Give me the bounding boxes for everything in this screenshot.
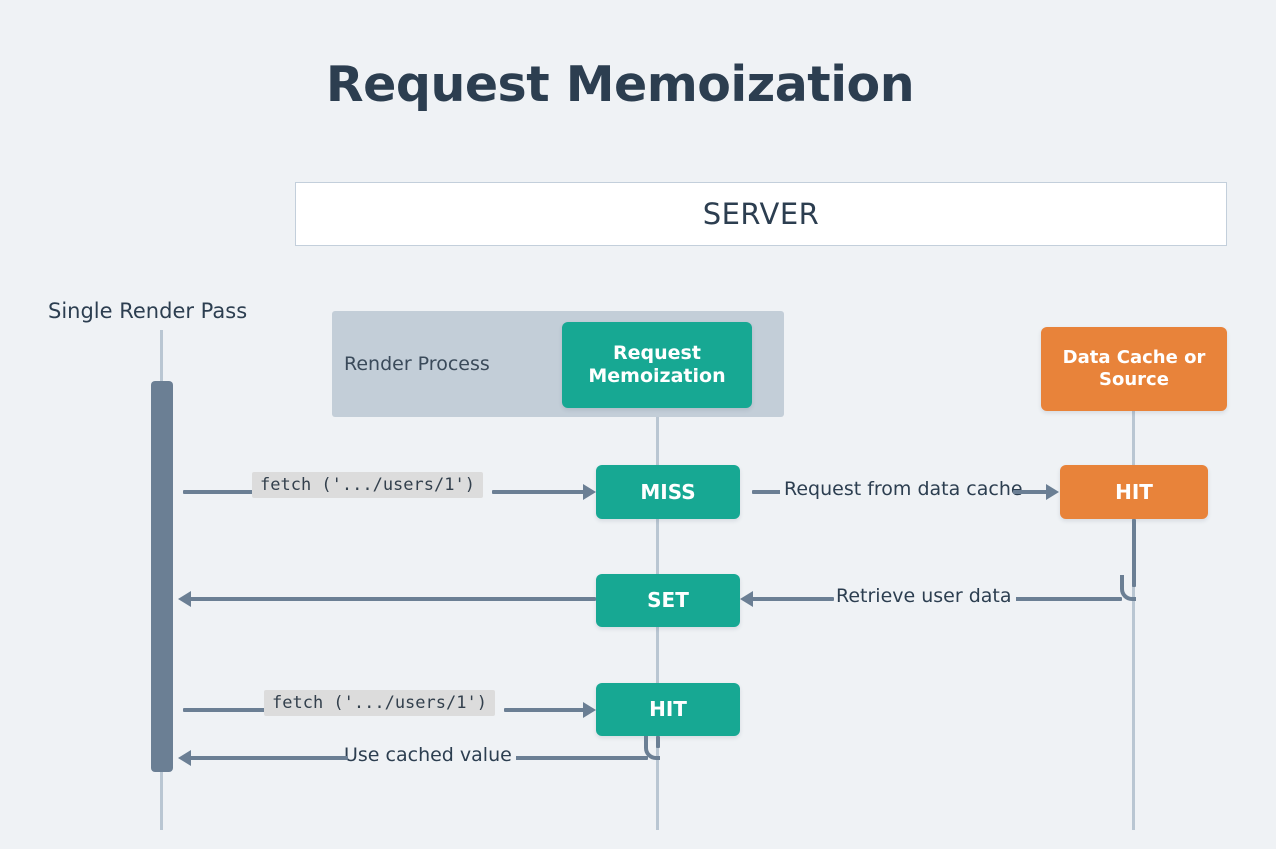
node-hit-cache-label: HIT bbox=[1115, 479, 1153, 504]
server-label: SERVER bbox=[702, 197, 820, 231]
node-miss[interactable]: MISS bbox=[596, 465, 740, 519]
node-set-label: SET bbox=[647, 588, 689, 613]
page-title: Request Memoization bbox=[325, 56, 915, 113]
node-hit-cache[interactable]: HIT bbox=[1060, 465, 1208, 519]
edge-use-cached-value-arrowhead bbox=[178, 750, 191, 766]
edge-use-cached-value-corner bbox=[644, 736, 660, 760]
render-pass-activation-bar bbox=[151, 381, 173, 772]
edge-label-request-from-data-cache: Request from data cache bbox=[780, 478, 1027, 500]
node-hit-memo-label: HIT bbox=[649, 697, 687, 722]
edge-label-retrieve-user-data: Retrieve user data bbox=[832, 585, 1016, 607]
edge-request-data-cache-segment-right bbox=[1013, 490, 1047, 494]
edge-label-fetch-1: fetch ('.../users/1') bbox=[252, 472, 483, 498]
edge-retrieve-user-data-segment-right bbox=[1010, 597, 1122, 601]
render-pass-lifeline-top bbox=[160, 330, 163, 384]
edge-fetch-1-segment-right bbox=[492, 490, 584, 494]
edge-label-fetch-2: fetch ('.../users/1') bbox=[264, 690, 495, 716]
edge-retrieve-user-data-arrowhead bbox=[740, 591, 753, 607]
edge-retrieve-user-data-segment-left bbox=[752, 597, 834, 601]
render-pass-label: Single Render Pass bbox=[48, 299, 248, 323]
edge-request-data-cache-arrowhead bbox=[1046, 484, 1059, 500]
edge-request-data-cache-segment-left bbox=[752, 490, 782, 494]
edge-fetch-1-segment-left bbox=[183, 490, 255, 494]
edge-label-use-cached-value: Use cached value bbox=[340, 744, 516, 766]
edge-fetch-2-arrowhead bbox=[583, 702, 596, 718]
edge-use-cached-value-segment-left bbox=[190, 756, 348, 760]
node-set[interactable]: SET bbox=[596, 574, 740, 627]
render-pass-lifeline-bottom bbox=[160, 768, 163, 830]
edge-use-cached-value-segment-right bbox=[508, 756, 648, 760]
edge-fetch-1-arrowhead bbox=[583, 484, 596, 500]
edge-fetch-2-segment-right bbox=[504, 708, 584, 712]
node-hit-memo[interactable]: HIT bbox=[596, 683, 740, 736]
render-process-label: Render Process bbox=[344, 353, 490, 375]
server-container: SERVER bbox=[295, 182, 1227, 246]
edge-retrieve-user-data-drop bbox=[1132, 519, 1136, 587]
edge-fetch-2-segment-left bbox=[183, 708, 267, 712]
data-cache-lifeline bbox=[1132, 408, 1135, 830]
edge-retrieve-user-data-corner bbox=[1120, 575, 1136, 601]
edge-set-to-render-arrowhead bbox=[178, 591, 191, 607]
node-miss-label: MISS bbox=[640, 479, 696, 504]
edge-set-to-render-line bbox=[190, 597, 596, 601]
